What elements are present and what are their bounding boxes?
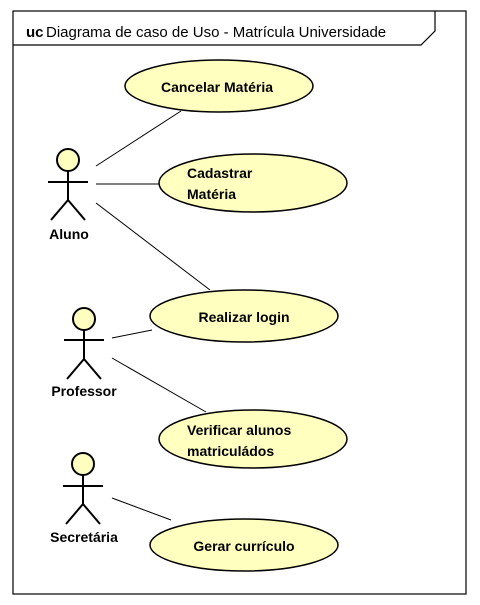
use-case-cadastrar-materia: Cadastrar Matéria bbox=[158, 153, 348, 213]
diagram-frame: uc Diagrama de caso de Uso - Matrícula U… bbox=[12, 10, 467, 595]
stick-figure-icon bbox=[63, 452, 103, 525]
use-case-label: Cancelar Matéria bbox=[161, 79, 273, 95]
actor-label: Professor bbox=[51, 383, 117, 399]
association-professor-verificar bbox=[111, 357, 207, 413]
use-case-realizar-login: Realizar login bbox=[149, 289, 339, 343]
use-case-label-line: Gerar currículo bbox=[193, 538, 294, 554]
actor-aluno: Aluno bbox=[48, 148, 89, 242]
stick-figure-icon bbox=[48, 148, 88, 221]
use-case-label-line: Cancelar Matéria bbox=[161, 79, 273, 95]
actor-secretaria: Secretária bbox=[50, 452, 118, 545]
use-case-gerar-curriculo: Gerar currículo bbox=[149, 518, 339, 572]
use-case-label-line: Verificar alunos bbox=[187, 422, 291, 438]
use-case-ellipse bbox=[149, 518, 339, 572]
frame-keyword: uc bbox=[26, 24, 44, 41]
association-aluno-login bbox=[95, 202, 211, 291]
association-secretaria-gerar bbox=[111, 497, 172, 521]
actor-label: Aluno bbox=[49, 226, 89, 242]
use-case-cancelar-materia: Cancelar Matéria bbox=[124, 59, 314, 113]
frame-title: Diagrama de caso de Uso - Matrícula Univ… bbox=[46, 24, 386, 41]
use-case-label: Verificar alunos matriculádos bbox=[187, 422, 295, 459]
use-case-label-line: Cadastrar bbox=[187, 165, 253, 181]
use-case-label-line: matriculádos bbox=[187, 443, 274, 459]
use-case-label: Gerar currículo bbox=[193, 538, 294, 554]
association-aluno-cancelar bbox=[95, 110, 182, 167]
use-case-label: Cadastrar Matéria bbox=[187, 165, 256, 202]
use-case-ellipse bbox=[149, 289, 339, 343]
use-case-verificar-alunos: Verificar alunos matriculádos bbox=[158, 409, 348, 469]
use-case-label: Realizar login bbox=[198, 309, 289, 325]
use-case-ellipse bbox=[158, 153, 348, 213]
use-case-ellipse bbox=[124, 59, 314, 113]
associations bbox=[95, 110, 211, 521]
use-case-ellipse bbox=[158, 409, 348, 469]
association-professor-login bbox=[111, 329, 153, 339]
actor-label: Secretária bbox=[50, 529, 118, 545]
use-case-label-line: Matéria bbox=[187, 186, 236, 202]
use-case-label-line: Realizar login bbox=[198, 309, 289, 325]
stick-figure-icon bbox=[64, 307, 104, 380]
actor-professor: Professor bbox=[51, 307, 117, 399]
